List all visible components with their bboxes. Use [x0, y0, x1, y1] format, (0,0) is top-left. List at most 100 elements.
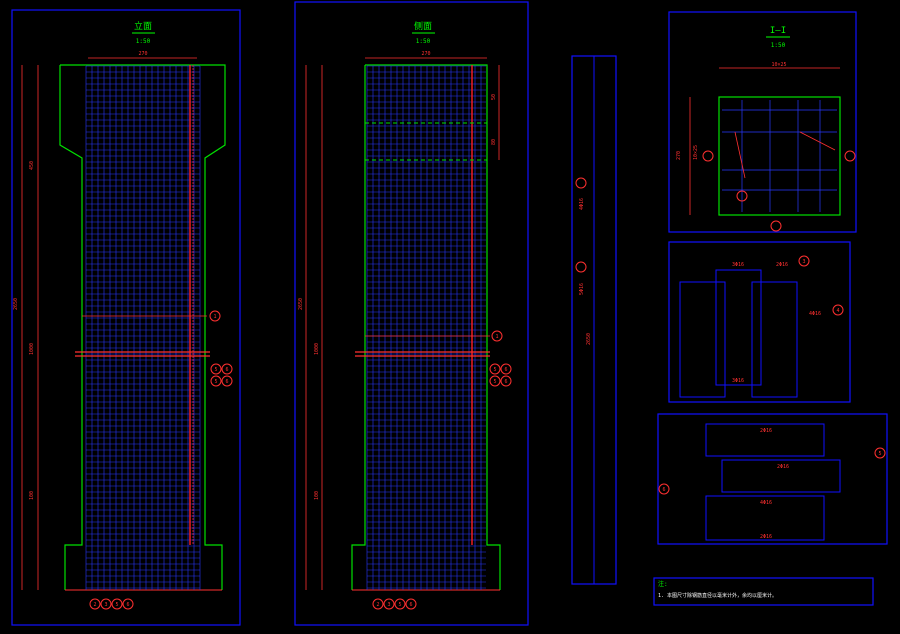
note-heading: 注: — [658, 580, 668, 588]
side-view-frame — [294, 1, 529, 626]
front-rebar-mesh — [85, 65, 201, 590]
side-callout-right-1-text: 1 — [495, 334, 498, 340]
detail-b-label-1: 2Φ16 — [760, 428, 772, 434]
rebar-callout-text: 5 — [115, 602, 118, 608]
section-tie-line — [799, 131, 836, 151]
detail-b-callout-5-text: 5 — [878, 451, 881, 457]
section-title: I—I — [770, 26, 786, 36]
strip-label-2: 5Φ16 — [579, 283, 585, 295]
detail-a-label-4: 3Φ16 — [732, 378, 744, 384]
detail-b-callout-5 — [874, 447, 886, 459]
rebar-callout-circle — [489, 375, 501, 387]
detail-a-drawing: 3 4 3Φ16 2Φ16 4Φ16 3Φ16 — [679, 255, 844, 398]
front-callout-bottom: 2 3 5 6 — [89, 598, 134, 610]
section-rebar-grid — [722, 100, 837, 212]
detail-b-rect-1 — [705, 423, 825, 457]
detail-a-label-1: 3Φ16 — [732, 262, 744, 268]
note-frame — [653, 577, 874, 606]
side-rebar-mesh — [366, 65, 486, 590]
rebar-callout-text: 3 — [104, 602, 107, 608]
rebar-callout-circle — [383, 598, 395, 610]
rebar-callout-circle — [122, 598, 134, 610]
detail-a-label-3: 4Φ16 — [809, 311, 821, 317]
rebar-callout-circle — [221, 375, 233, 387]
rebar-callout-text: 2 — [376, 602, 379, 608]
rebar-callout-text: 6 — [126, 602, 129, 608]
front-width-label: 270 — [138, 51, 147, 57]
side-view-scale: 1:50 — [416, 38, 431, 45]
rebar-callout-circle — [210, 375, 222, 387]
rebar-callout-text: 3 — [387, 602, 390, 608]
rebar-callout-text: 5 — [493, 379, 496, 385]
front-dim-mid: 1000 — [29, 343, 35, 355]
section-left-dim-label: 10×25 — [693, 145, 699, 160]
detail-a-callout-3 — [798, 255, 810, 267]
side-dim-total: 2650 — [298, 298, 304, 310]
front-dim-low: 100 — [29, 491, 35, 500]
detail-a-rect-2 — [715, 269, 762, 386]
rebar-callout-circle — [221, 363, 233, 375]
section-frame — [668, 11, 857, 233]
detail-a-rect-1 — [679, 281, 726, 398]
rebar-callout-text: 6 — [504, 379, 507, 385]
detail-b-callout-6-text: 6 — [662, 487, 665, 493]
front-view-frame — [11, 9, 241, 626]
front-view-title: 立面 — [134, 20, 152, 32]
side-dim-top: 50 — [491, 94, 497, 100]
side-dim-b: 80 — [491, 139, 497, 145]
side-callout-bottom: 2 3 5 6 — [372, 598, 417, 610]
section-callout-bottom — [770, 220, 782, 232]
detail-b-label-2: 2Φ16 — [777, 464, 789, 470]
section-callout-inner — [736, 190, 748, 202]
rebar-callout-circle — [210, 363, 222, 375]
side-dim-low: 100 — [314, 491, 320, 500]
detail-b-label-4: 2Φ16 — [760, 534, 772, 540]
rebar-callout-text: 6 — [225, 367, 228, 373]
detail-a-label-2: 2Φ16 — [776, 262, 788, 268]
side-view-title: 侧面 — [414, 20, 432, 32]
detail-a-rect-3 — [751, 281, 798, 398]
rebar-callout-circle — [405, 598, 417, 610]
rebar-callout-text: 2 — [93, 602, 96, 608]
section-callout-right — [844, 150, 856, 162]
rebar-callout-circle — [394, 598, 406, 610]
rebar-callout-text: 5 — [214, 379, 217, 385]
detail-b-frame — [657, 413, 888, 545]
detail-b-rect-3 — [705, 495, 825, 541]
detail-b-rect-2 — [721, 459, 841, 493]
front-callout-right-1 — [209, 310, 221, 322]
rebar-callout-circle — [111, 598, 123, 610]
detail-a-callout-3-text: 3 — [802, 259, 805, 265]
rebar-callout-circle — [89, 598, 101, 610]
rebar-callout-circle — [500, 375, 512, 387]
side-dim-mid: 1000 — [314, 343, 320, 355]
rebar-callout-text: 6 — [504, 367, 507, 373]
detail-b-label-3: 4Φ16 — [760, 500, 772, 506]
section-side-dim-label: 270 — [676, 151, 682, 160]
detail-a-callout-4-text: 4 — [836, 308, 839, 314]
side-column-outline — [351, 64, 501, 590]
rebar-callout-circle — [500, 363, 512, 375]
section-tie-line — [734, 131, 746, 179]
front-dim-total: 2650 — [13, 298, 19, 310]
note-text: 1. 本图尺寸除钢筋直径以毫米计外，余均以厘米计。 — [658, 592, 777, 599]
section-scale: 1:50 — [771, 42, 786, 49]
rebar-callout-circle — [100, 598, 112, 610]
detail-b-callout-6 — [658, 483, 670, 495]
rebar-callout-text: 5 — [398, 602, 401, 608]
strip-label-1: 4Φ16 — [579, 198, 585, 210]
rebar-callout-text: 6 — [225, 379, 228, 385]
front-callout-pair: 5 6 5 6 — [210, 363, 233, 387]
rebar-callout-circle — [489, 363, 501, 375]
rebar-callout-text: 6 — [409, 602, 412, 608]
side-callout-right-1 — [491, 330, 503, 342]
strip-label-3: 2650 — [586, 333, 592, 345]
strip-callout-2 — [575, 261, 587, 273]
rebar-callout-circle — [372, 598, 384, 610]
side-callout-pair: 5 6 5 6 — [489, 363, 512, 387]
section-outline — [718, 96, 841, 216]
rebar-callout-text: 5 — [493, 367, 496, 373]
front-callout-right-1-text: 1 — [213, 314, 216, 320]
rebar-callout-text: 5 — [214, 367, 217, 373]
